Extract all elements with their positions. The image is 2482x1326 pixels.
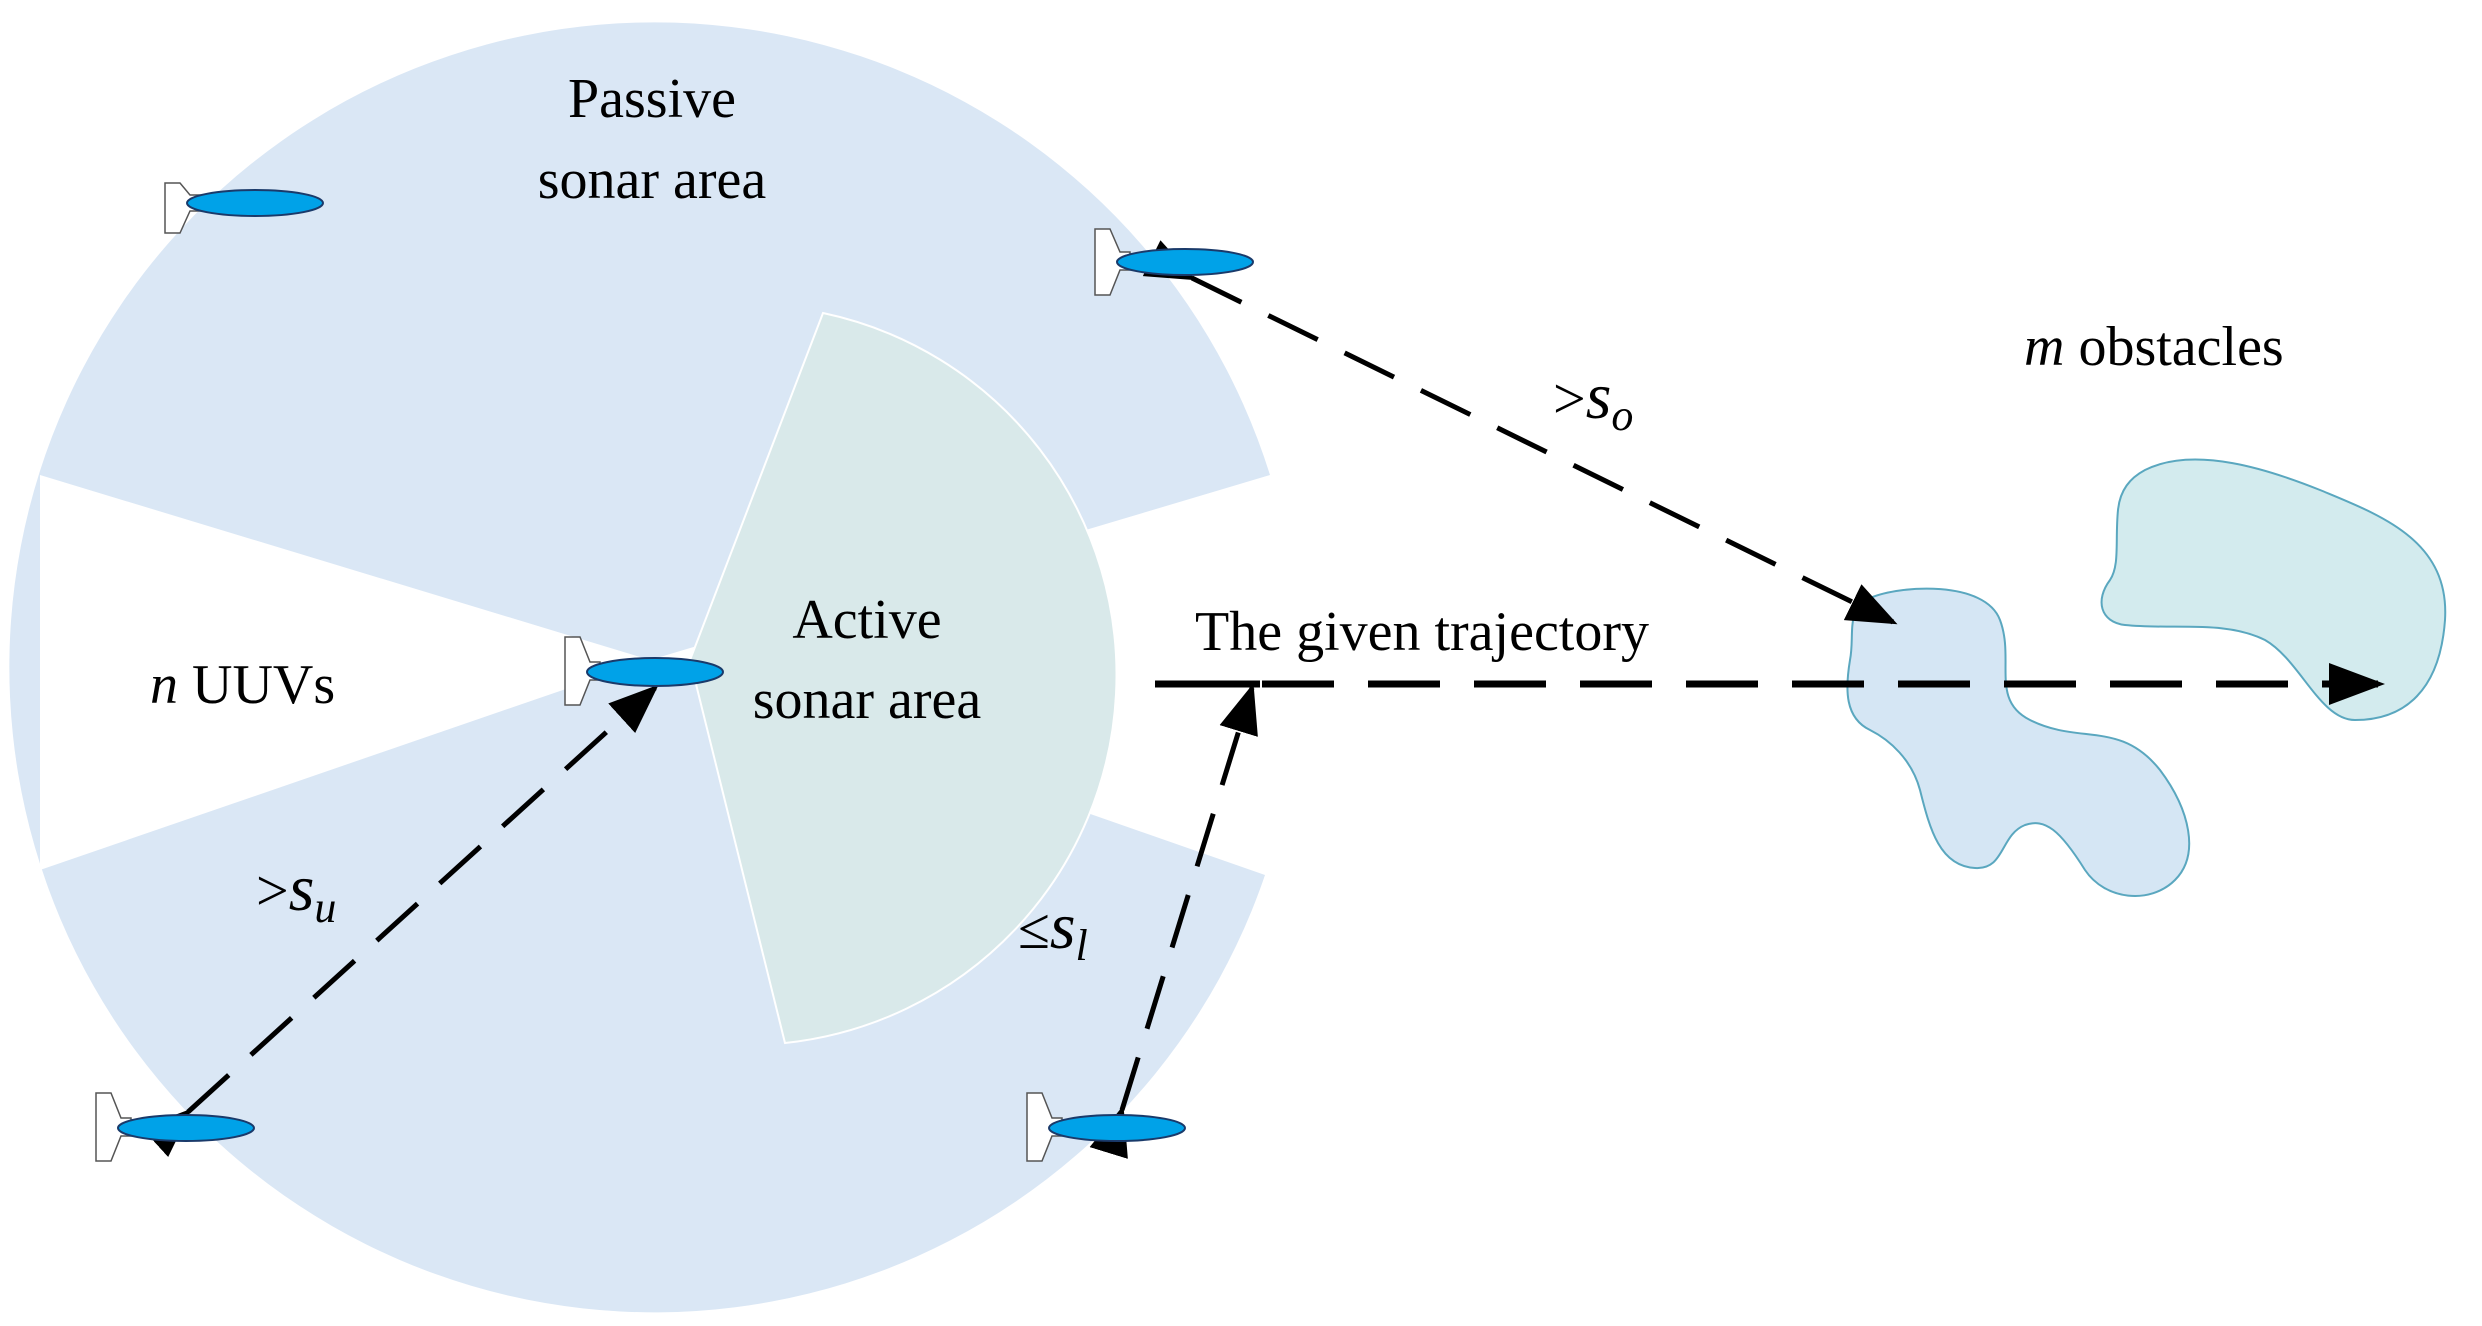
distance-label-su-var: s (289, 852, 315, 925)
uuv-icon (164, 182, 324, 234)
distance-label-sl-prefix: ≤ (1018, 896, 1050, 961)
distance-label-sl: ≤sl (1018, 890, 1088, 970)
uuv-icon (95, 1092, 255, 1162)
distance-arrow-sl (1089, 683, 1258, 1159)
uuvs-label-text: UUVs (178, 654, 335, 716)
distance-label-so-prefix: > (1553, 366, 1586, 431)
trajectory-label: The given trajectory (1195, 601, 1649, 663)
passive-label-line2: sonar area (538, 149, 767, 211)
distance-label-so-var: s (1586, 360, 1612, 433)
obstacles-label-text: obstacles (2064, 316, 2283, 378)
uuv-icon (564, 636, 724, 706)
distance-label-sl-var: s (1050, 890, 1076, 963)
obstacle-shape (1846, 587, 2191, 897)
distance-label-so-sub: o (1611, 391, 1633, 440)
distance-label-su-sub: u (314, 883, 336, 932)
uuvs-label: n UUVs (150, 654, 335, 716)
uuv-icon (1026, 1092, 1186, 1162)
uuvs-label-var: n (150, 654, 178, 716)
distance-arrow-so (1142, 240, 1898, 625)
distance-label-sl-sub: l (1076, 921, 1088, 970)
obstacle-shape (2100, 458, 2447, 722)
distance-label-so: >so (1553, 360, 1633, 440)
active-label-line2: sonar area (753, 669, 982, 731)
uuv-icon (1094, 228, 1254, 296)
distance-label-su-prefix: > (256, 858, 289, 923)
active-label-line1: Active (792, 589, 941, 651)
distance-arrow-su (141, 684, 659, 1158)
obstacles-label-var: m (2024, 316, 2064, 378)
passive-label-line1: Passive (568, 68, 736, 130)
obstacles-label: m obstacles (2024, 316, 2284, 378)
distance-label-su: >su (256, 852, 336, 932)
